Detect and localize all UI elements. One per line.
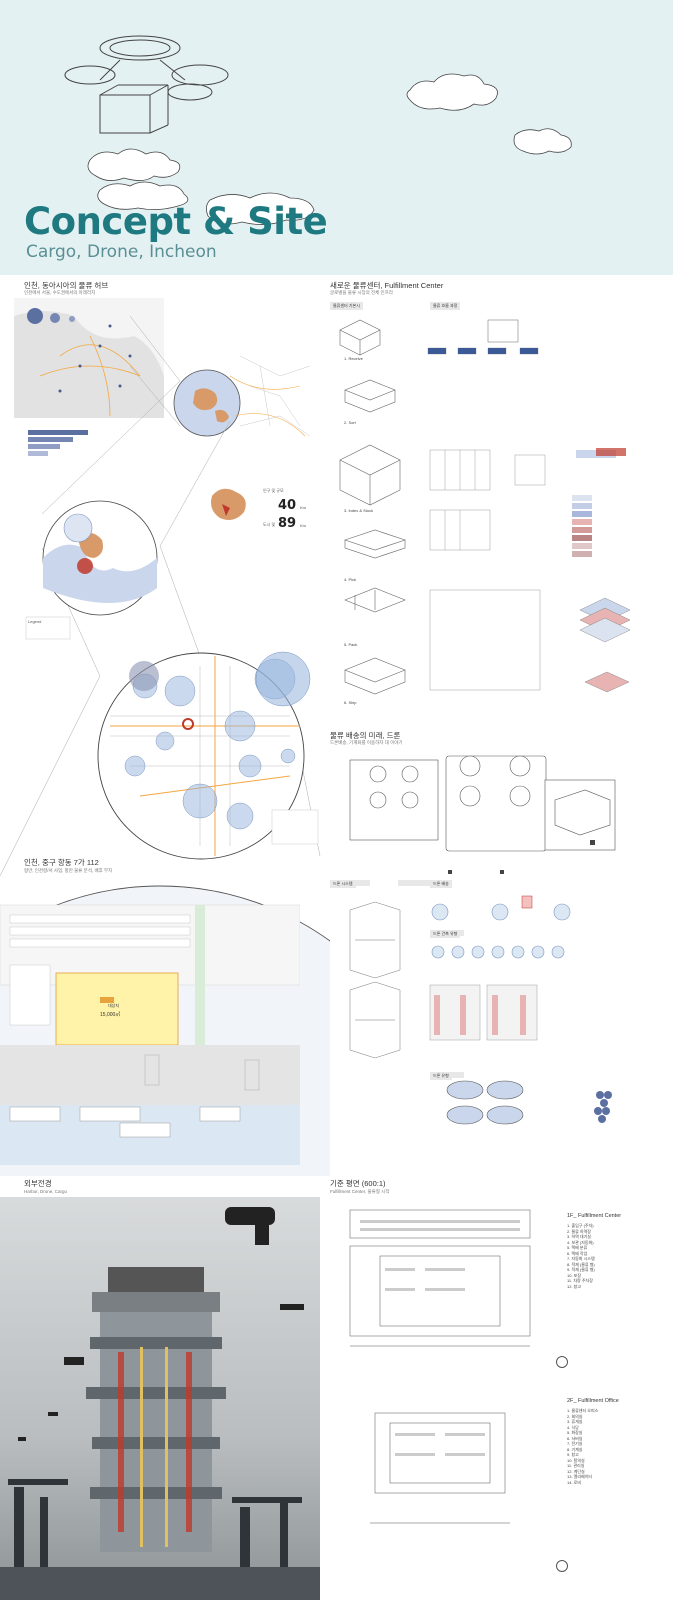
drone-header-delivery: 드론 배송 bbox=[430, 880, 452, 888]
floor2-item: 11. 관리실 bbox=[567, 1463, 585, 1468]
fc-process-diagram bbox=[339, 319, 631, 695]
stat-label-2: 도시 및 bbox=[263, 522, 276, 527]
step-receive: 1. Receive bbox=[344, 356, 363, 361]
drone-section-subtitle: 드론배송, 기계화를 이용하자 대 이야기 bbox=[330, 740, 403, 745]
step-pick: 4. Pick bbox=[344, 577, 357, 582]
stat-value-1: 40 bbox=[278, 498, 297, 513]
floor1-item: 3. 하역 대기실 bbox=[567, 1234, 591, 1239]
floor2-item: 12. 계단실 bbox=[567, 1468, 585, 1474]
site-section-subtitle: 항만, 인천항/서 사업, 항만 물류 분석, 배후 부지 bbox=[24, 868, 113, 873]
floor1-item: 9. 적재 (물류 형) bbox=[567, 1267, 595, 1272]
step-index-stock: 3. Index & Stock bbox=[344, 508, 374, 513]
north-arrow-icon bbox=[556, 1356, 568, 1368]
drone-illustration bbox=[64, 35, 229, 134]
floor1-list: 1. 출입구 (주차) 2. 물류 하역장 3. 하역 대기실 4. 보관 (자… bbox=[567, 1223, 667, 1289]
exterior-title: 외부전경 bbox=[24, 1179, 52, 1188]
floor1-item: 7. 자동화 시스템 bbox=[567, 1256, 595, 1261]
floor2-item: 4. 식당 bbox=[567, 1424, 579, 1430]
hero-illustration bbox=[64, 35, 572, 225]
floor1-item: 8. 적재 (물류 형) bbox=[567, 1261, 595, 1267]
floor2-item: 5. 화장실 bbox=[567, 1430, 583, 1435]
floor1-item: 1. 출입구 (주차) bbox=[567, 1223, 594, 1228]
floor1-item: 6. 택배 작업 bbox=[567, 1250, 588, 1256]
cloud-illustrations bbox=[87, 73, 572, 225]
floor2-item: 2. 회의실 bbox=[567, 1413, 583, 1419]
floor2-item: 9. 창고 bbox=[567, 1452, 579, 1457]
step-sort: 2. Sort bbox=[344, 420, 356, 425]
floor1-title: 1F_ Fulfillment Center bbox=[567, 1213, 622, 1219]
fc-header-basics: 물류센터 기본시 bbox=[330, 302, 363, 310]
step-pack: 5. Pack bbox=[344, 642, 358, 647]
floor1-item: 11. 차량 주차장 bbox=[567, 1278, 593, 1283]
plan-section-subtitle: Fulfillment Center, 물류형 시작 bbox=[330, 1189, 390, 1194]
floor2-item: 8. 기계실 bbox=[567, 1446, 583, 1452]
floor1-item: 10. 포장 bbox=[567, 1272, 582, 1278]
floor2-legend: 2F_ Fulfillment Office 1. 물류센터 오피스 2. 회의… bbox=[567, 1398, 667, 1485]
drone-header-type: 드론 유형 bbox=[430, 1072, 452, 1080]
floor2-item: 1. 물류센터 오피스 bbox=[567, 1408, 599, 1413]
site-area-label: 대상지 bbox=[108, 1003, 120, 1008]
drone-section-title: 물류 배송의 미래, 드론 bbox=[330, 731, 401, 740]
floor1-item: 2. 물류 하역장 bbox=[567, 1228, 591, 1234]
stat-unit-1: Km bbox=[300, 505, 306, 510]
north-arrow-icon bbox=[556, 1560, 568, 1572]
hub-section-subtitle: 인천에서 서울, 수도권에서의 아레러지 bbox=[24, 290, 96, 295]
exterior-subtitle: Harbor, Drone, Cargo bbox=[24, 1189, 68, 1194]
floor2-item: 14. 로비 bbox=[567, 1479, 582, 1485]
stat-value-2: 89 bbox=[278, 516, 297, 531]
stat-label-1: 인구 및 규모 bbox=[263, 488, 284, 493]
floor2-item: 7. 전기실 bbox=[567, 1441, 583, 1446]
fc-section-title: 새로운 물류센터, Fulfillment Center bbox=[330, 281, 444, 290]
exterior-render bbox=[0, 1197, 320, 1600]
fc-section-subtitle: 글로벌을 물류 시장의 전체 인프라 bbox=[330, 290, 393, 295]
site-section-title: 인천, 중구 항동 7가 112 bbox=[24, 858, 99, 867]
fc-header-flow: 물류 흐름 과정 bbox=[430, 302, 461, 310]
site-zoom-circle bbox=[97, 652, 305, 860]
drone-header-system: 드론 시스템 bbox=[330, 880, 356, 888]
floor-plans-drawing bbox=[349, 1209, 531, 1524]
floor1-item: 5. 택배 분류 bbox=[567, 1245, 588, 1250]
hub-section-title: 인천, 동아시아의 물류 허브 bbox=[24, 281, 109, 290]
floor2-list: 1. 물류센터 오피스 2. 회의실 3. 휴게실 4. 식당 5. 화장실 6… bbox=[567, 1408, 667, 1485]
floor2-item: 13. 엘리베이터 bbox=[567, 1474, 593, 1479]
floor1-legend: 1F_ Fulfillment Center 1. 출입구 (주차) 2. 물류… bbox=[567, 1213, 667, 1289]
floor1-item: 12. 창고 bbox=[567, 1283, 582, 1289]
page-subtitle: Cargo, Drone, Incheon bbox=[26, 242, 217, 262]
site-area-value: 15,000㎡ bbox=[100, 1012, 121, 1018]
drone-header-building: 드론 건축 유형 bbox=[430, 930, 461, 938]
floor1-item: 4. 보관 (자동화) bbox=[567, 1239, 594, 1245]
floor2-item: 3. 휴게실 bbox=[567, 1419, 583, 1424]
hero-banner: Concept & Site Cargo, Drone, Incheon bbox=[0, 0, 673, 275]
floor2-item: 6. 서버실 bbox=[567, 1435, 583, 1441]
stat-unit-2: Km bbox=[300, 523, 306, 528]
page-title: Concept & Site bbox=[24, 200, 328, 243]
drone-diagram bbox=[330, 755, 616, 1125]
legend-title: Legend bbox=[28, 619, 42, 624]
floor2-item: 10. 탈의실 bbox=[567, 1457, 585, 1463]
plan-section-title: 기준 평면 (600:1) bbox=[330, 1179, 386, 1188]
east-asia-map bbox=[14, 298, 164, 456]
step-ship: 6. Ship bbox=[344, 700, 357, 705]
floor2-title: 2F_ Fulfillment Office bbox=[567, 1398, 619, 1404]
site-plan-area bbox=[0, 895, 300, 1165]
